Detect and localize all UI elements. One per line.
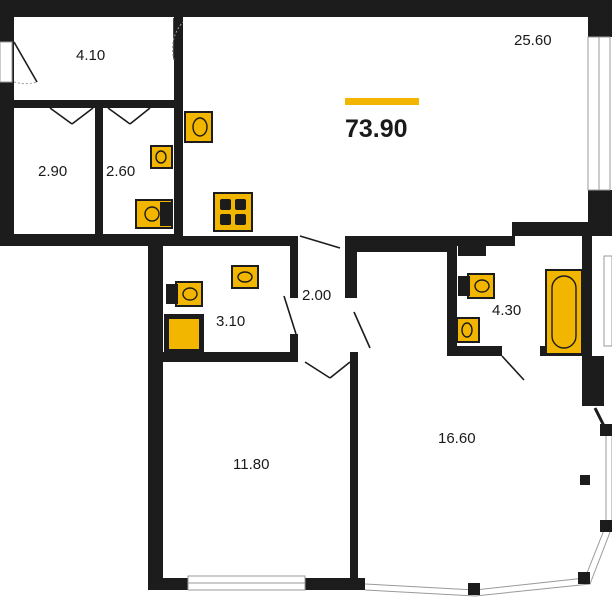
door-leaf — [304, 361, 331, 379]
room-labels: 73.90 4.10 25.60 2.90 2.60 3.10 2.00 4.3… — [38, 32, 552, 473]
room-area-storage-left: 2.90 — [38, 163, 67, 180]
sink-icon — [184, 111, 213, 143]
fixtures — [135, 111, 583, 355]
doors — [0, 18, 525, 381]
bathtub-icon — [545, 269, 583, 355]
door-leaf — [283, 295, 297, 335]
sink-icon — [150, 145, 173, 169]
stove-icon — [213, 192, 253, 232]
room-area-bedroom-right: 16.60 — [438, 430, 476, 447]
window-bath-right — [603, 255, 612, 347]
windows — [187, 36, 612, 597]
room-area-hallway: 2.00 — [302, 287, 331, 304]
room-area-kitchen-living: 25.60 — [514, 32, 552, 49]
bay-post — [600, 520, 612, 532]
shower-tray-icon — [164, 314, 204, 354]
toilet-icon — [458, 273, 495, 299]
room-area-storage-right: 2.60 — [106, 163, 135, 180]
washing-machine-icon — [135, 199, 173, 229]
toilet-icon — [166, 281, 203, 307]
room-area-bathroom-right: 4.30 — [492, 302, 521, 319]
total-area: 73.90 — [345, 115, 408, 143]
door-leaf — [299, 235, 341, 249]
room-area-bedroom-left: 11.80 — [233, 456, 269, 473]
door-leaf — [49, 107, 73, 125]
bay-post — [578, 572, 590, 584]
total-area-bar — [345, 98, 419, 105]
door-leaf — [353, 311, 371, 349]
door-leaf — [107, 107, 131, 125]
room-area-entry-closet: 4.10 — [76, 47, 105, 64]
door-leaf — [501, 355, 525, 381]
bay-window — [364, 407, 612, 597]
room-area-bathroom-left: 3.10 — [216, 313, 245, 330]
sink-icon — [456, 317, 480, 343]
door-leaf — [13, 41, 38, 83]
bay-post — [600, 424, 612, 436]
bay-post — [580, 475, 590, 485]
bay-post — [468, 583, 480, 595]
sink-icon — [231, 265, 259, 289]
